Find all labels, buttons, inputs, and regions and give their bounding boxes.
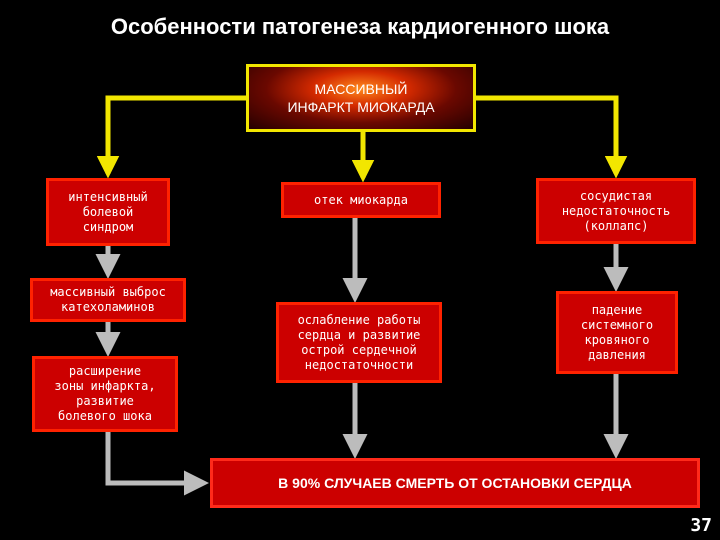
node-massive-infarction: МАССИВНЫЙ ИНФАРКТ МИОКАРДА (246, 64, 476, 132)
arrow-expansion-to-final (105, 432, 209, 496)
page-number: 37 (690, 515, 712, 536)
node-pain-syndrome: интенсивный болевой синдром (46, 178, 170, 246)
node-myocardial-edema: отек миокарда (281, 182, 441, 218)
node-cardiac-insufficiency: ослабление работы сердца и развитие остр… (276, 302, 442, 383)
node-vascular-insufficiency: сосудистая недостаточность (коллапс) (536, 178, 696, 244)
node-blood-pressure-drop: падение системного кровяного давления (556, 291, 678, 374)
arrow-top-to-pain (96, 95, 246, 179)
slide-title: Особенности патогенеза кардиогенного шок… (110, 14, 610, 39)
arrow-top-to-vascular (476, 95, 628, 179)
node-final-outcome: В 90% СЛУЧАЕВ СМЕРТЬ ОТ ОСТАНОВКИ СЕРДЦА (210, 458, 700, 508)
node-catecholamine-release: массивный выброс катехоламинов (30, 278, 186, 322)
node-infarct-expansion: расширение зоны инфаркта, развитие болев… (32, 356, 178, 432)
